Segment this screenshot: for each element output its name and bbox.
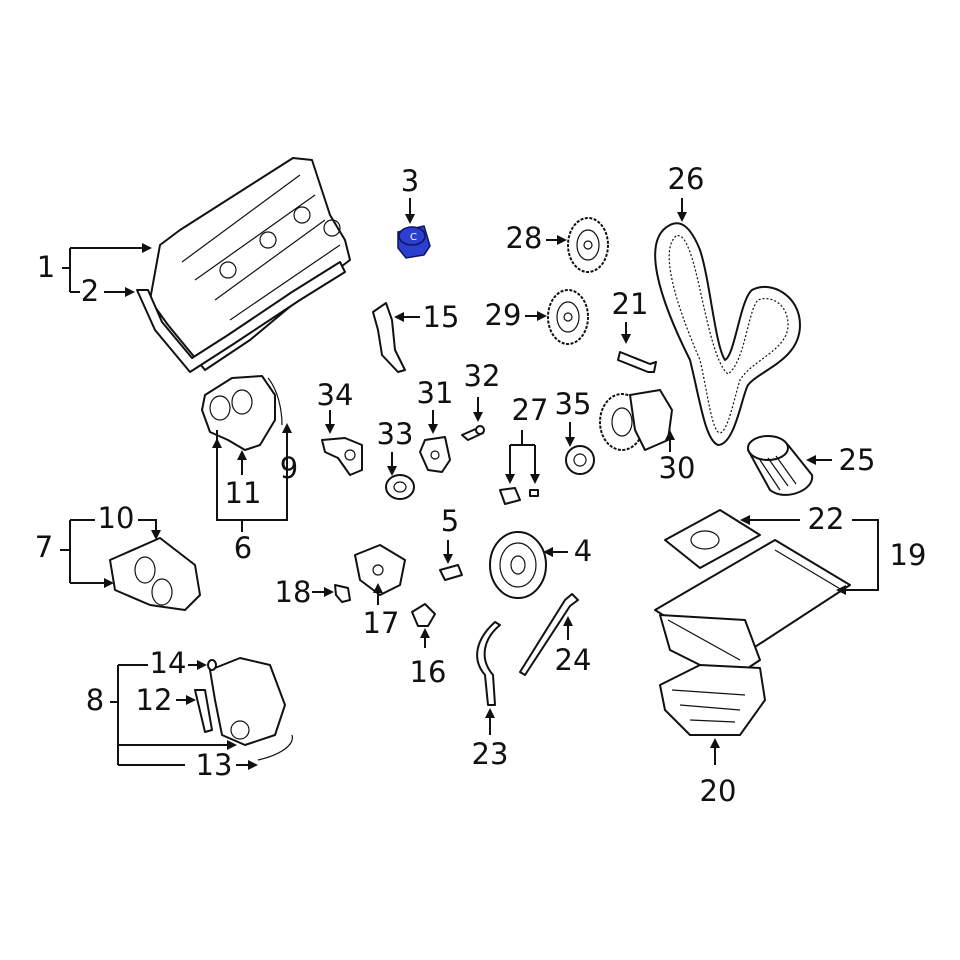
camshaft-seal-part[interactable] — [499, 487, 539, 505]
callout-34: 34 — [317, 378, 354, 412]
oil-pickup-part[interactable] — [411, 603, 436, 627]
callout-13: 13 — [196, 748, 233, 782]
lower-timing-cover-part[interactable] — [209, 657, 286, 746]
callout-20: 20 — [700, 774, 737, 808]
clip-18-part[interactable] — [334, 584, 351, 603]
oil-pump-part[interactable] — [354, 544, 406, 596]
tensioner-bracket-part[interactable] — [321, 437, 363, 476]
callout-10: 10 — [98, 501, 135, 535]
camshaft-sprocket-lower-part[interactable] — [547, 289, 589, 345]
seal-13-part[interactable] — [257, 734, 293, 761]
callout-5: 5 — [441, 504, 459, 538]
callout-30: 30 — [659, 451, 696, 485]
callout-19: 19 — [890, 538, 927, 572]
front-timing-cover-part[interactable] — [109, 537, 201, 611]
callout-3: 3 — [401, 164, 419, 198]
callout-33: 33 — [377, 417, 414, 451]
callout-14: 14 — [150, 646, 187, 680]
callout-26: 26 — [668, 162, 705, 196]
leader-27 — [509, 444, 536, 478]
dipstick-part[interactable] — [519, 593, 579, 676]
callout-25: 25 — [839, 443, 876, 477]
callout-22: 22 — [808, 502, 845, 536]
callout-11: 11 — [225, 476, 262, 510]
callout-31: 31 — [417, 376, 454, 410]
callout-12: 12 — [136, 683, 173, 717]
callout-27: 27 — [512, 393, 549, 427]
crank-bolt-part[interactable] — [439, 564, 463, 581]
dipstick-tube-part[interactable] — [476, 621, 501, 706]
callout-1: 1 — [37, 250, 55, 284]
crankshaft-pulley-part[interactable] — [489, 531, 547, 599]
callout-6: 6 — [234, 531, 252, 565]
callout-35: 35 — [555, 387, 592, 421]
oil-pan-gasket-part[interactable] — [664, 509, 761, 569]
seal-14-part[interactable] — [207, 659, 217, 671]
callout-32: 32 — [464, 359, 501, 393]
camshaft-sprocket-upper-part[interactable] — [567, 217, 609, 273]
cap-mark-icon: C — [410, 232, 417, 243]
lower-oil-pan-part[interactable] — [659, 664, 766, 736]
pulley-35-part[interactable] — [565, 445, 595, 475]
dowel-pin-part[interactable] — [617, 351, 657, 373]
callout-29: 29 — [485, 298, 522, 332]
callout-18: 18 — [275, 575, 312, 609]
callout-15: 15 — [423, 300, 460, 334]
rear-timing-cover-part[interactable] — [201, 375, 283, 451]
callout-16: 16 — [410, 655, 447, 689]
bolt-32-part[interactable] — [461, 425, 485, 441]
callout-24: 24 — [555, 643, 592, 677]
callout-7: 7 — [35, 530, 53, 564]
callout-21: 21 — [612, 287, 649, 321]
idler-pulley-part[interactable] — [385, 474, 415, 500]
upper-oil-pan-part[interactable] — [654, 539, 851, 681]
callout-23: 23 — [472, 737, 509, 771]
leader-1 — [62, 248, 150, 292]
valve-cover-part[interactable] — [149, 157, 351, 371]
seal-12-part[interactable] — [194, 689, 213, 733]
leader-7 — [60, 519, 110, 584]
leader-10 — [138, 519, 161, 540]
oil-filter-part[interactable] — [747, 435, 814, 496]
timing-guide-part[interactable] — [372, 302, 406, 373]
callout-17: 17 — [363, 606, 400, 640]
callout-8: 8 — [86, 683, 104, 717]
tensioner-part[interactable] — [419, 436, 451, 473]
callout-2: 2 — [81, 274, 99, 308]
timing-belt-part[interactable] — [654, 222, 801, 446]
oil-filler-cap-part[interactable]: C — [397, 225, 431, 259]
valve-cover-gasket-part[interactable] — [136, 261, 346, 373]
callout-4: 4 — [574, 534, 592, 568]
leader-8 — [110, 664, 235, 766]
water-pump-part[interactable] — [599, 389, 673, 451]
callout-9: 9 — [280, 451, 298, 485]
callout-28: 28 — [506, 221, 543, 255]
